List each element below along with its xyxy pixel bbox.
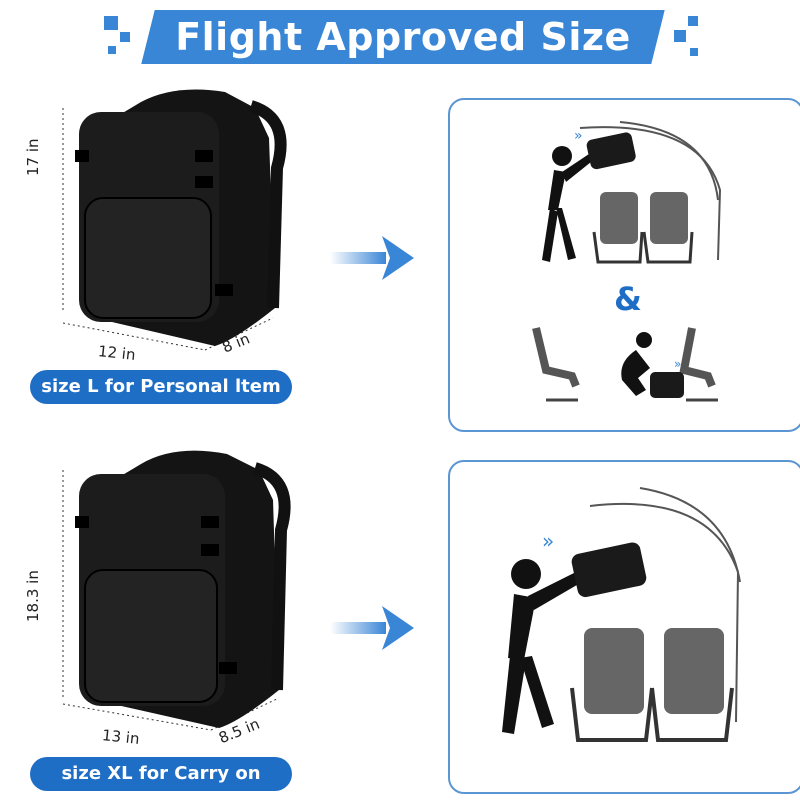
arrow-right-icon xyxy=(330,236,414,280)
pixel-decoration xyxy=(108,46,116,54)
backpack-xl-image xyxy=(62,450,291,731)
pixel-decoration xyxy=(674,30,686,42)
pixel-decoration xyxy=(104,16,118,30)
size-xl-pill: size XL for Carry on xyxy=(30,757,292,791)
svg-text:»: » xyxy=(542,529,554,553)
svg-text:»: » xyxy=(574,128,583,144)
height-label-l: 17 in xyxy=(24,138,42,176)
pixel-decoration xyxy=(120,32,130,42)
width-label-xl: 13 in xyxy=(101,726,141,748)
height-label-xl: 18.3 in xyxy=(24,570,42,622)
svg-text:»: » xyxy=(674,357,681,371)
ampersand-label: & xyxy=(614,280,642,318)
overhead-and-underseat-panel: » » & xyxy=(448,98,800,432)
size-l-pill: size L for Personal ltem xyxy=(30,370,292,404)
overhead-bin-panel: » xyxy=(448,460,800,794)
pixel-decoration xyxy=(690,48,698,56)
pixel-decoration xyxy=(688,16,698,26)
header-banner: Flight Approved Size xyxy=(0,0,800,72)
cabin-illustration-1: » » xyxy=(532,121,722,402)
backpack-l-image xyxy=(62,89,287,351)
width-label-l: 12 in xyxy=(97,342,137,364)
cabin-illustration-2: » xyxy=(502,487,741,742)
page-title: Flight Approved Size xyxy=(175,15,631,59)
arrow-right-icon xyxy=(330,606,414,650)
